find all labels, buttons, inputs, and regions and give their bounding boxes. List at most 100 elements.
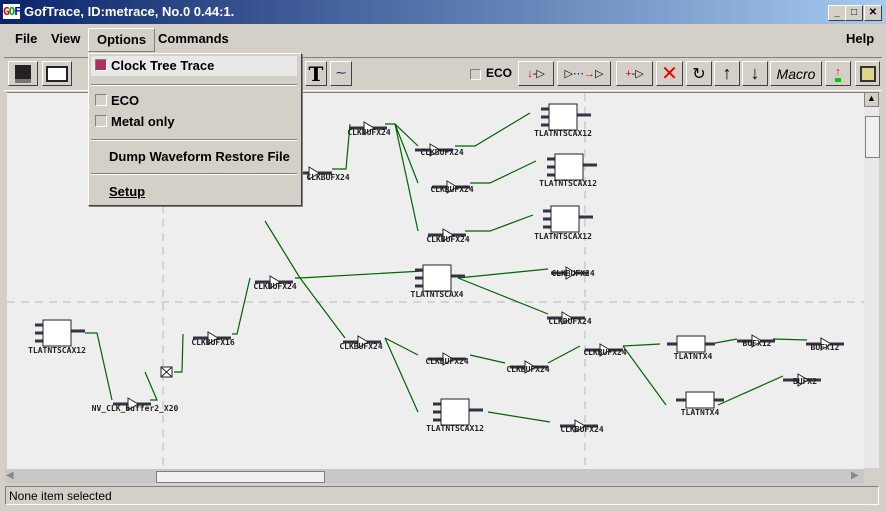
menu-file[interactable]: File (15, 31, 38, 46)
scroll-up-button[interactable]: ▲ (864, 92, 879, 107)
cell-box (676, 335, 706, 353)
wire (469, 354, 506, 364)
vertical-scrollbar[interactable]: ▲ (864, 92, 880, 468)
buffer-symbol (442, 228, 454, 242)
cell-label: BUFX12 (811, 343, 840, 352)
cell-box (422, 264, 452, 292)
horizontal-scroll-thumb[interactable] (156, 471, 325, 483)
window-title: GofTrace, ID:metrace, No.0 0.44:1. (24, 4, 235, 19)
cell-label: TLATNTSCAX12 (534, 232, 592, 241)
refresh-icon: ↻ (692, 65, 706, 83)
status-bar: None item selected (5, 486, 879, 505)
arrow-up-button[interactable]: ↑ (714, 61, 740, 86)
save-layout-button[interactable] (855, 61, 880, 86)
menu-bar: File View Options Commands Help (0, 25, 886, 53)
wire (144, 371, 158, 401)
buffer-symbol (820, 337, 832, 351)
wire (232, 277, 251, 335)
cell-label: CLKBUFX24 (425, 357, 469, 366)
save-layout-icon (859, 65, 876, 82)
close-button[interactable]: ✕ (864, 5, 882, 21)
cell-label: NV_CLK_buffer2_X20 (92, 404, 179, 413)
arrow-down-icon: ↓ (750, 63, 760, 83)
cell-label: TLATNTX4 (674, 352, 713, 361)
wire (622, 343, 661, 347)
scroll-left-button[interactable]: ◀ (6, 470, 14, 481)
line-tool-button[interactable]: ⁓ (330, 61, 352, 86)
cell-box (440, 398, 470, 426)
cell-label: CLKBUFX24 (339, 342, 383, 351)
cell-label: CLKBUFX24 (560, 425, 604, 434)
cell-label: TLATNTSCAX4 (411, 290, 464, 299)
metal-only-checkbox[interactable] (95, 115, 107, 127)
export-button[interactable]: ↑ (825, 61, 851, 86)
wire (717, 375, 784, 406)
cell-label: CLKBUFX16 (191, 338, 235, 347)
trace-add-button[interactable]: +-▷ (616, 61, 653, 86)
save-button[interactable] (8, 61, 38, 86)
wire (174, 333, 184, 373)
clock-tree-trace-checkbox[interactable] (95, 59, 107, 71)
buffer-symbol (207, 331, 219, 345)
cell-label: TLATNTSCAX12 (534, 129, 592, 138)
wire (264, 220, 301, 279)
cell-label: TLATNTSCAX12 (28, 346, 86, 355)
arrow-down-button[interactable]: ↓ (742, 61, 768, 86)
wire (772, 338, 808, 341)
cell-label: CLKBUFX24 (347, 128, 391, 137)
save-icon (15, 64, 31, 83)
wire (622, 345, 667, 406)
menu-item-setup[interactable]: Setup (109, 184, 146, 199)
menu-item-dump-waveform[interactable]: Dump Waveform Restore File (109, 149, 290, 164)
wire (487, 411, 551, 423)
eco-label: ECO (486, 66, 513, 80)
macro-button[interactable]: Macro (770, 61, 822, 86)
minimize-button[interactable]: _ (828, 5, 846, 21)
options-dropdown: Clock Tree Trace ECO Metal only Dump Wav… (88, 53, 302, 206)
horizontal-scrollbar[interactable]: ◀ ▶ (5, 469, 864, 483)
cell-label: TLATNTX4 (681, 408, 720, 417)
mux-icon (160, 366, 173, 378)
cell-box (554, 153, 584, 181)
buffer-symbol (446, 180, 458, 194)
trace-path-button[interactable]: ▷⋯→▷ (557, 61, 611, 86)
menu-help[interactable]: Help (846, 31, 875, 46)
open-button[interactable] (42, 61, 72, 86)
menu-commands[interactable]: Commands (158, 31, 229, 46)
eco-checkbox[interactable] (470, 69, 481, 80)
wire (465, 214, 534, 232)
cell-box (685, 391, 715, 409)
text-tool-button[interactable]: T (305, 61, 327, 86)
menu-item-label: Clock Tree Trace (111, 58, 215, 73)
menu-view[interactable]: View (51, 31, 81, 46)
eco-menu-checkbox[interactable] (95, 94, 107, 106)
menu-item-clock-tree-trace[interactable]: Clock Tree Trace (91, 56, 297, 76)
buffer-symbol (363, 121, 375, 135)
menu-item-eco[interactable]: ECO (91, 91, 297, 111)
app-logo-icon: GOF (3, 4, 21, 19)
menu-options[interactable]: Options (88, 28, 156, 52)
menu-item-label: ECO (111, 93, 140, 108)
cell-label: BUFX12 (743, 339, 772, 348)
export-icon: ↑ (835, 66, 841, 82)
cell-label: BUFX2 (793, 377, 817, 386)
buffer-symbol (574, 419, 586, 433)
cell-label: CLKBUFX24 (430, 185, 474, 194)
cell-label: CLKBUFX24 (548, 317, 592, 326)
maximize-button[interactable]: □ (845, 5, 863, 21)
wire (332, 123, 351, 170)
delete-button[interactable]: ✕ (656, 61, 683, 86)
trace-down-icon: ↓-▷ (527, 68, 545, 80)
trace-down-button[interactable]: ↓-▷ (518, 61, 554, 86)
refresh-button[interactable]: ↻ (686, 61, 712, 86)
vertical-scroll-thumb[interactable] (865, 116, 880, 158)
buffer-symbol (797, 373, 809, 387)
menu-item-metal-only[interactable]: Metal only (91, 112, 297, 132)
wire (384, 337, 419, 413)
wire (394, 123, 419, 232)
menu-separator (91, 173, 297, 175)
buffer-symbol (524, 360, 536, 374)
cell-label: CLKBUFX24 (420, 148, 464, 157)
scroll-right-button[interactable]: ▶ (851, 470, 859, 481)
cell-label: CLKBUFX24 (551, 269, 595, 278)
